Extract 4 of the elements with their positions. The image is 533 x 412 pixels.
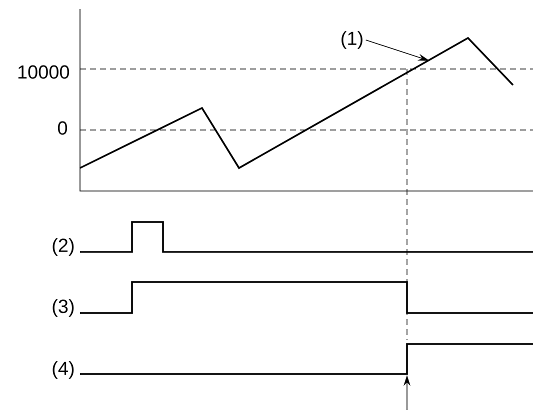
signal-label: (3)	[52, 299, 74, 317]
signal-label: (2)	[52, 238, 74, 256]
signal-label: (4)	[52, 361, 74, 379]
callout-number: (1)	[342, 31, 362, 49]
